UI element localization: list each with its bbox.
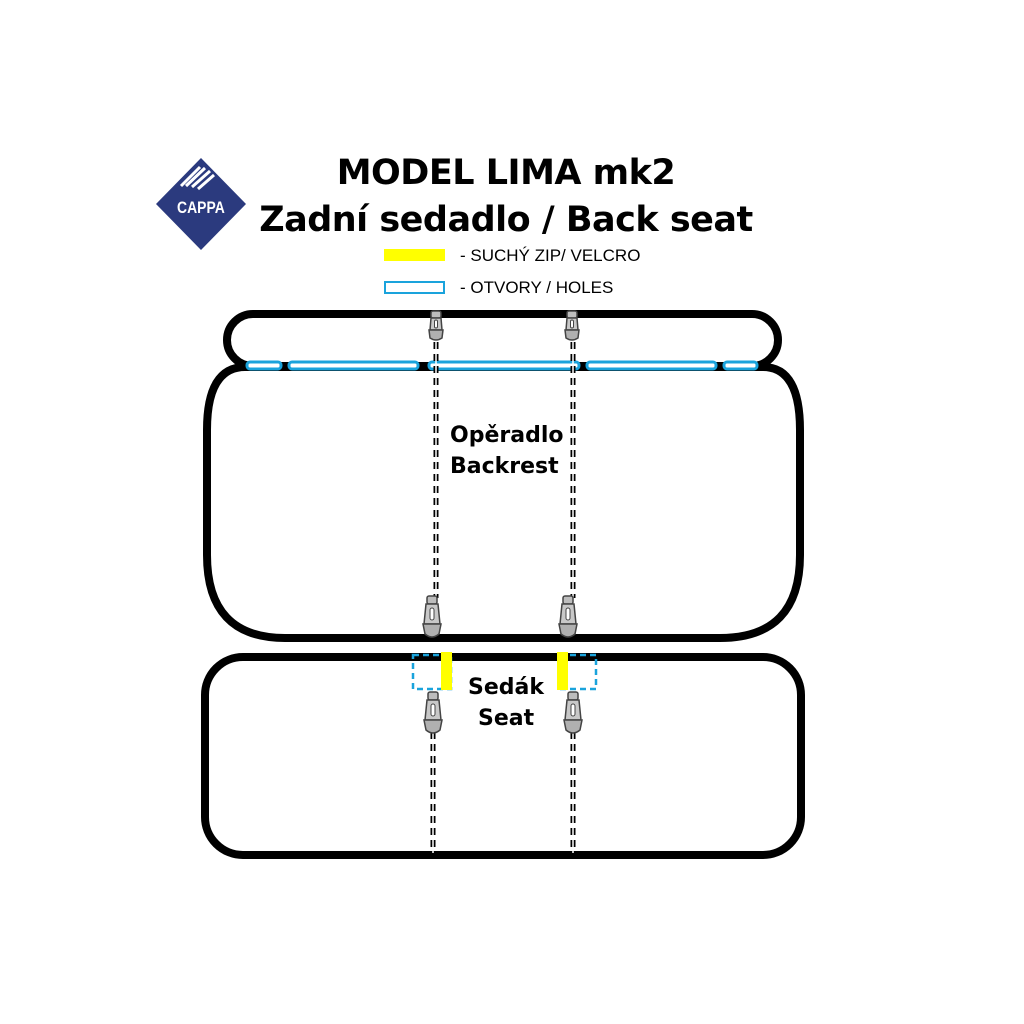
- diagram-subtitle: Zadní sedadlo / Back seat: [259, 200, 753, 240]
- backrest-label-en: Backrest: [450, 454, 559, 479]
- holes-legend-label: - OTVORY / HOLES: [460, 278, 614, 297]
- headrest-strip: [223, 310, 782, 370]
- logo-text: CAPPA: [177, 199, 225, 218]
- holes-legend-swatch: [384, 281, 445, 294]
- diagram-title: MODEL LIMA mk2: [336, 153, 676, 193]
- backrest-label-cz: Opěradlo: [450, 423, 564, 448]
- velcro-strips: [441, 652, 568, 690]
- backrest-label: Opěradlo Backrest: [450, 420, 563, 482]
- backrest-outline: [203, 363, 804, 642]
- velcro-legend-swatch: [384, 249, 445, 261]
- backrest-holes: [245, 360, 759, 371]
- seat-outline: [201, 653, 805, 859]
- seat-label-en: Seat: [478, 706, 535, 731]
- seat-label: Sedák Seat: [468, 672, 544, 734]
- velcro-legend-label: - SUCHÝ ZIP/ VELCRO: [460, 246, 641, 265]
- seat-label-cz: Sedák: [468, 675, 544, 700]
